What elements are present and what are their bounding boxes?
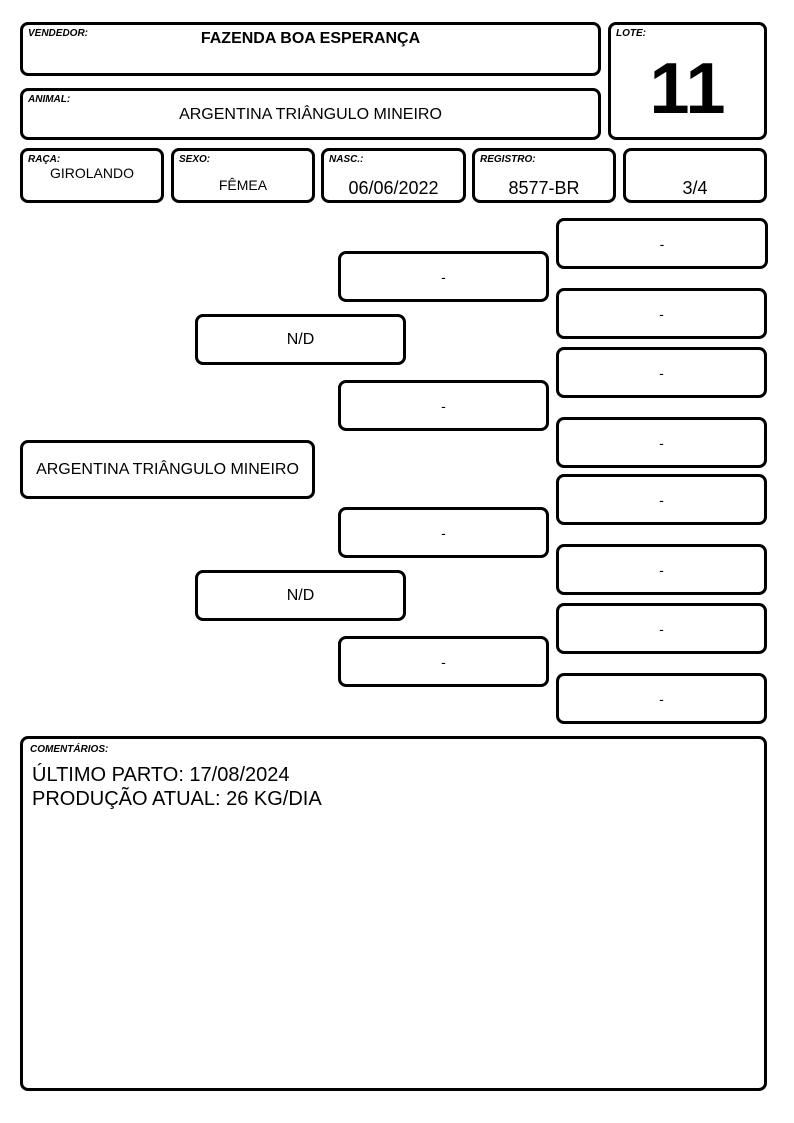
breed-box: RAÇA: GIROLANDO (20, 148, 164, 203)
vendor-box: VENDEDOR: FAZENDA BOA ESPERANÇA (20, 22, 601, 76)
pedigree-ggp-1: - (556, 218, 768, 269)
animal-box: ANIMAL: ARGENTINA TRIÂNGULO MINEIRO (20, 88, 601, 140)
pedigree-dam-dam: - (338, 636, 549, 687)
registry-box: REGISTRO: 8577-BR (472, 148, 616, 203)
vendor-name: FAZENDA BOA ESPERANÇA (200, 30, 421, 47)
animal-name: ARGENTINA TRIÂNGULO MINEIRO (179, 106, 442, 123)
pedigree-sire: N/D (195, 314, 406, 365)
birth-date: 06/06/2022 (348, 178, 439, 198)
registry-number: 8577-BR (508, 178, 580, 198)
pedigree-ggp-5: - (556, 474, 767, 525)
grade-box: 3/4 (623, 148, 767, 203)
sex-value: FÊMEA (218, 177, 268, 193)
breed-label: RAÇA: (28, 154, 61, 165)
pedigree-sire-sire: - (338, 251, 549, 302)
animal-label: ANIMAL: (28, 94, 71, 105)
comment-line: ÚLTIMO PARTO: 17/08/2024 (32, 764, 290, 786)
blood-grade: 3/4 (682, 178, 708, 198)
pedigree-ggp-6: - (556, 544, 767, 595)
comments-box: COMENTÁRIOS: ÚLTIMO PARTO: 17/08/2024 PR… (20, 736, 767, 1091)
pedigree-dam: N/D (195, 570, 406, 621)
pedigree-ggp-7: - (556, 603, 767, 654)
pedigree-dam-sire: - (338, 507, 549, 558)
lot-label: LOTE: (616, 28, 646, 39)
pedigree-ggp-4: - (556, 417, 767, 468)
lot-box: LOTE: 11 (608, 22, 767, 140)
comment-line: PRODUÇÃO ATUAL: 26 KG/DIA (32, 788, 322, 810)
pedigree-animal: ARGENTINA TRIÂNGULO MINEIRO (20, 440, 315, 499)
pedigree-ggp-2: - (556, 288, 767, 339)
birth-box: NASC.: 06/06/2022 (321, 148, 466, 203)
pedigree-ggp-3: - (556, 347, 767, 398)
pedigree-sire-dam: - (338, 380, 549, 431)
vendor-label: VENDEDOR: (28, 28, 89, 39)
sex-label: SEXO: (179, 154, 211, 165)
registry-label: REGISTRO: (480, 154, 536, 165)
breed-value: GIROLANDO (49, 165, 134, 181)
birth-label: NASC.: (329, 154, 364, 165)
pedigree-ggp-8: - (556, 673, 767, 724)
comments-text: ÚLTIMO PARTO: 17/08/2024 PRODUÇÃO ATUAL:… (32, 763, 322, 811)
comments-label: COMENTÁRIOS: (30, 744, 109, 755)
lot-number: 11 (649, 49, 726, 129)
sex-box: SEXO: FÊMEA (171, 148, 315, 203)
